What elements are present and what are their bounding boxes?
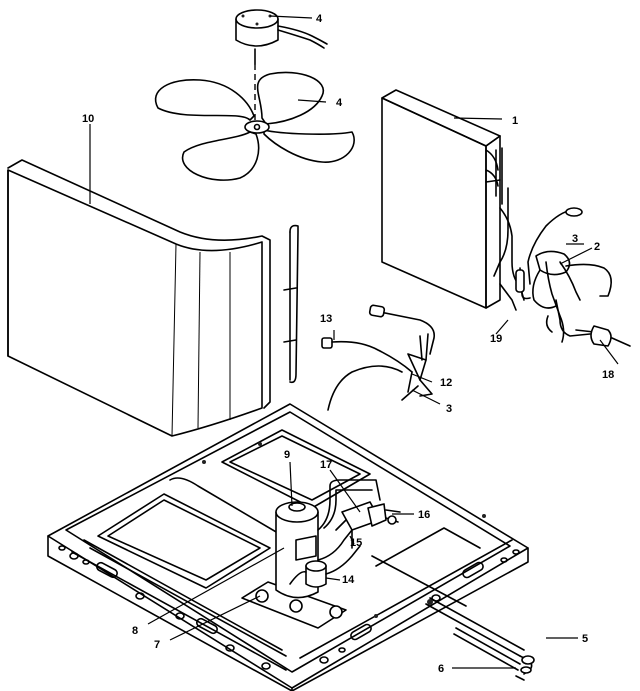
valve-harness bbox=[527, 207, 612, 343]
callout-3-bottom: 3 bbox=[446, 403, 452, 415]
drain-tube bbox=[515, 267, 531, 300]
callout-15: 15 bbox=[350, 537, 362, 549]
callout-1: 1 bbox=[512, 115, 518, 127]
refrigerant-lines bbox=[425, 597, 535, 681]
callout-4-blade: 4 bbox=[336, 97, 343, 109]
wire-harness bbox=[321, 304, 436, 411]
accumulator bbox=[289, 545, 361, 588]
callout-9: 9 bbox=[284, 449, 290, 461]
leader-lines bbox=[89, 15, 619, 669]
callout-2: 2 bbox=[594, 241, 600, 253]
callout-labels: 4 4 1 10 3 2 13 19 18 12 3 9 17 16 15 14… bbox=[82, 13, 614, 675]
callout-14: 14 bbox=[342, 574, 355, 586]
callout-12: 12 bbox=[440, 377, 452, 389]
callout-10: 10 bbox=[82, 113, 94, 125]
callout-7: 7 bbox=[154, 639, 160, 651]
callout-13: 13 bbox=[320, 313, 332, 325]
callout-19: 19 bbox=[490, 333, 502, 345]
filter-drier bbox=[575, 325, 631, 347]
callout-3-top: 3 bbox=[572, 233, 578, 245]
support-rod bbox=[283, 224, 299, 384]
callout-18: 18 bbox=[602, 369, 614, 381]
callout-4-motor: 4 bbox=[316, 13, 323, 25]
indoor-coil bbox=[381, 89, 525, 311]
compressor-mount bbox=[241, 581, 347, 629]
fan-motor bbox=[235, 9, 328, 65]
callout-6: 6 bbox=[438, 663, 444, 675]
condenser-coil bbox=[7, 159, 271, 437]
callout-17: 17 bbox=[320, 459, 332, 471]
fan-blade bbox=[155, 71, 355, 181]
callout-8: 8 bbox=[132, 625, 138, 637]
callout-16: 16 bbox=[418, 509, 430, 521]
callout-5: 5 bbox=[582, 633, 588, 645]
service-valves bbox=[335, 501, 401, 549]
